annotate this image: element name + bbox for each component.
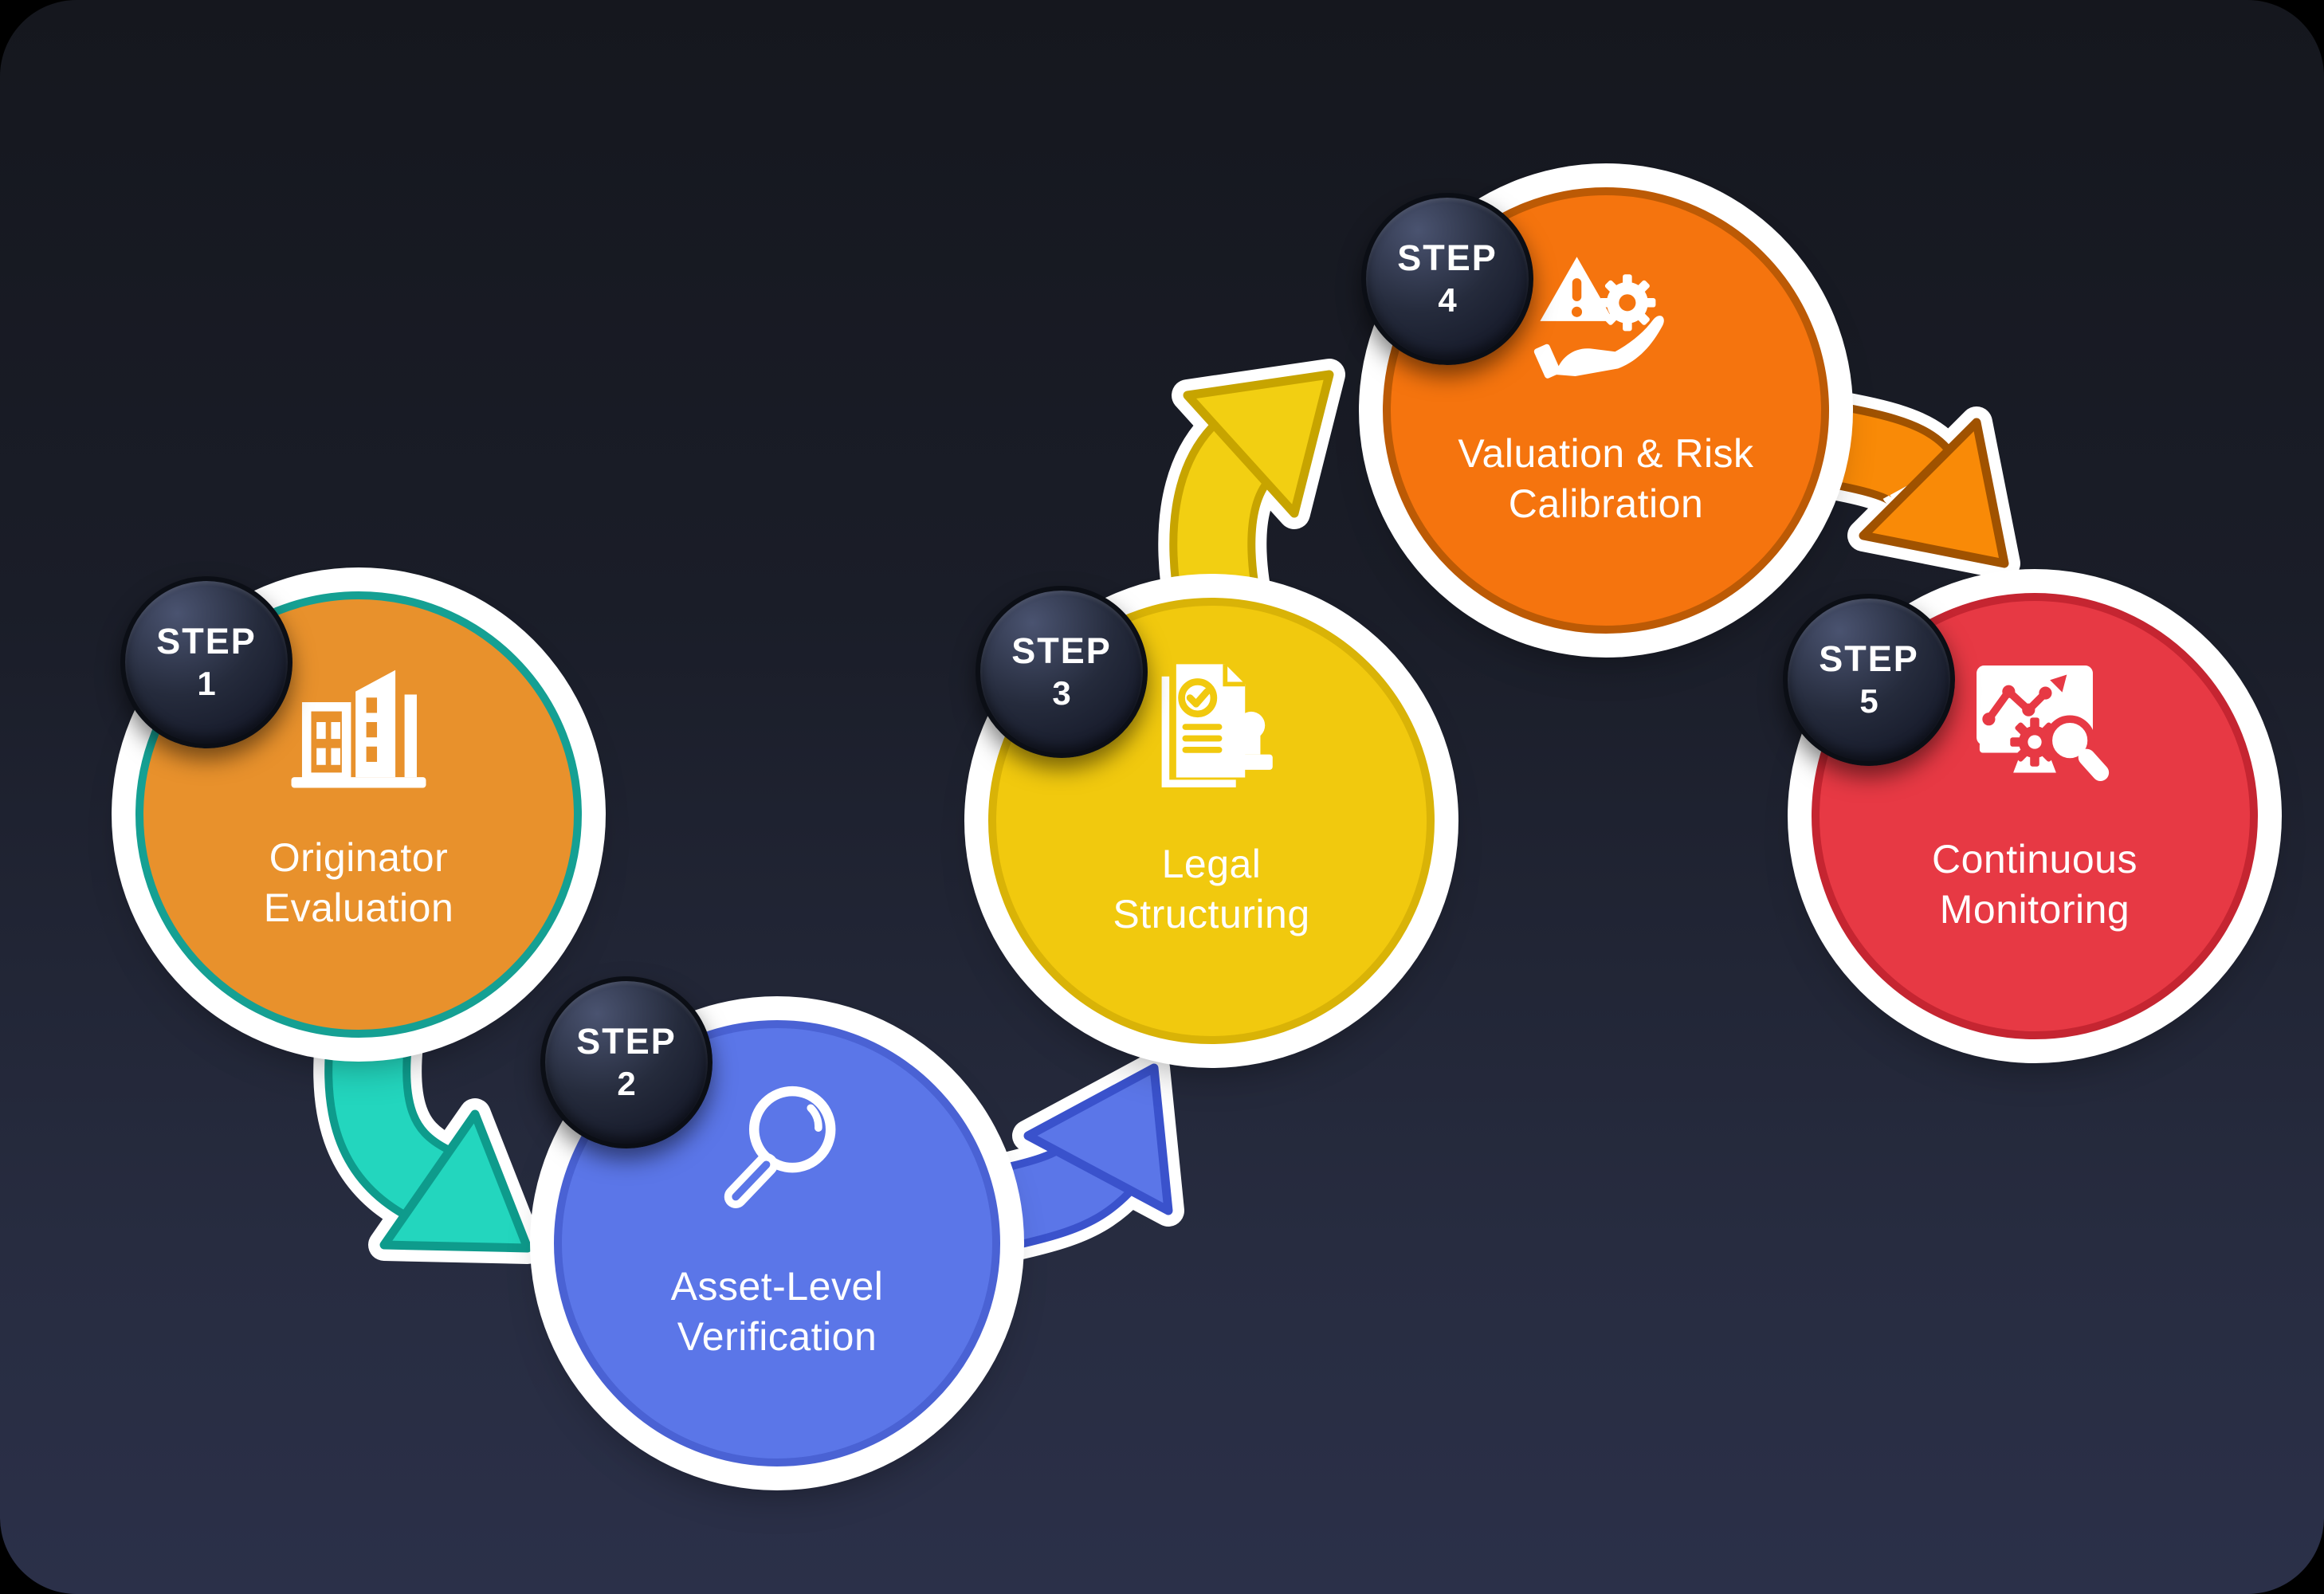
badge-label: STEP — [1819, 638, 1919, 679]
badge-number: 1 — [197, 665, 216, 702]
contract-stamp-icon — [1161, 664, 1273, 787]
badge-number: 4 — [1438, 281, 1457, 319]
badge-number: 2 — [617, 1065, 636, 1102]
step-label-line1: Asset-Level — [670, 1264, 884, 1309]
step-label-line1: Originator — [269, 835, 449, 880]
badge-label: STEP — [1011, 630, 1112, 671]
step-label-line1: Legal — [1161, 842, 1262, 886]
step-label-line2: Evaluation — [263, 885, 454, 930]
step-badge-2: STEP 2 — [540, 976, 713, 1148]
badge-label: STEP — [156, 621, 257, 662]
step-label-line2: Calibration — [1508, 481, 1704, 526]
step-label-line2: Monitoring — [1939, 887, 2130, 932]
badge-number: 3 — [1052, 674, 1071, 712]
monitoring-icon — [1977, 665, 2110, 781]
step-badge-5: STEP 5 — [1783, 594, 1955, 766]
step-label-line1: Continuous — [1932, 837, 2138, 881]
step-badge-1: STEP 1 — [120, 576, 292, 748]
building-icon — [291, 669, 426, 788]
step-label-line1: Valuation & Risk — [1458, 431, 1754, 476]
badge-label: STEP — [1397, 238, 1498, 278]
step-label-line2: Structuring — [1113, 892, 1310, 936]
step-badge-3: STEP 3 — [976, 586, 1148, 758]
arrow-step1-to-step2 — [313, 1003, 544, 1264]
step-circle-valuation-risk-calibration: Valuation & Risk Calibration — [1383, 187, 1829, 634]
risk-gear-hand-icon — [1533, 257, 1664, 379]
step-badge-4: STEP 4 — [1361, 193, 1533, 365]
badge-number: 5 — [1859, 682, 1878, 720]
badge-label: STEP — [576, 1021, 677, 1062]
magnifier-icon — [724, 1086, 836, 1208]
step-label-line2: Verification — [677, 1314, 877, 1359]
